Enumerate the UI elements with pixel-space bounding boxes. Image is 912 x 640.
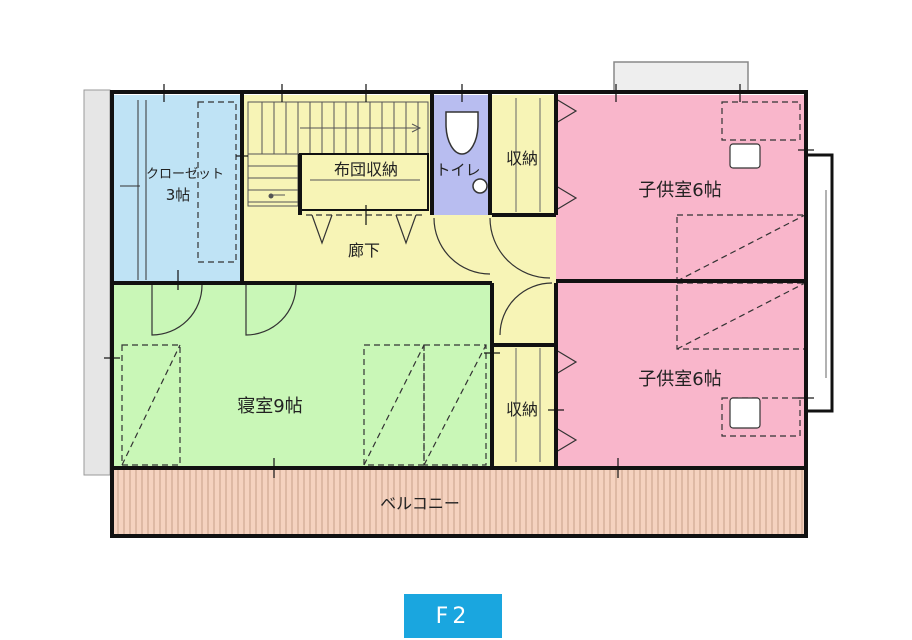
balcony-label: ベルコニー bbox=[380, 494, 460, 513]
chairs bbox=[729, 143, 761, 429]
storage-bottom-area bbox=[492, 345, 556, 466]
hallway-label: 廊下 bbox=[348, 241, 380, 260]
balcony-area bbox=[112, 468, 806, 536]
floor-badge: F2 bbox=[404, 594, 502, 638]
toilet-label: トイレ bbox=[435, 161, 480, 179]
closet-area bbox=[114, 95, 241, 283]
child-room-1-area bbox=[556, 95, 804, 281]
bay-window bbox=[802, 153, 834, 413]
hallway-area-lower bbox=[432, 215, 556, 283]
exterior-strip bbox=[83, 89, 111, 476]
storage-bottom-label: 収納 bbox=[506, 400, 538, 419]
closet-label: クローゼット bbox=[146, 167, 224, 182]
balcony-boards bbox=[117, 470, 803, 534]
hallway-area-vertical bbox=[492, 283, 556, 345]
child-room-1-label: 子供室6帖 bbox=[638, 180, 721, 201]
storage-top-area bbox=[492, 95, 556, 215]
toilet-paper-icon bbox=[472, 178, 488, 194]
stairs bbox=[247, 101, 429, 207]
storage-shelves bbox=[515, 98, 541, 462]
roof-protrusion bbox=[613, 61, 749, 93]
futon-storage-box bbox=[299, 153, 429, 211]
toilet-icon bbox=[445, 111, 479, 155]
walls bbox=[110, 90, 808, 538]
storage-top-label: 収納 bbox=[506, 149, 538, 168]
door-swings bbox=[151, 98, 578, 453]
wall-ticks bbox=[104, 84, 814, 478]
bedroom-area bbox=[114, 283, 492, 466]
futon-storage-label: 布団収納 bbox=[334, 160, 398, 179]
closet-size-label: 3帖 bbox=[166, 186, 191, 204]
bedroom-label: 寝室9帖 bbox=[237, 396, 302, 417]
closet-rail bbox=[120, 100, 147, 280]
child-room-2-label: 子供室6帖 bbox=[638, 369, 721, 390]
